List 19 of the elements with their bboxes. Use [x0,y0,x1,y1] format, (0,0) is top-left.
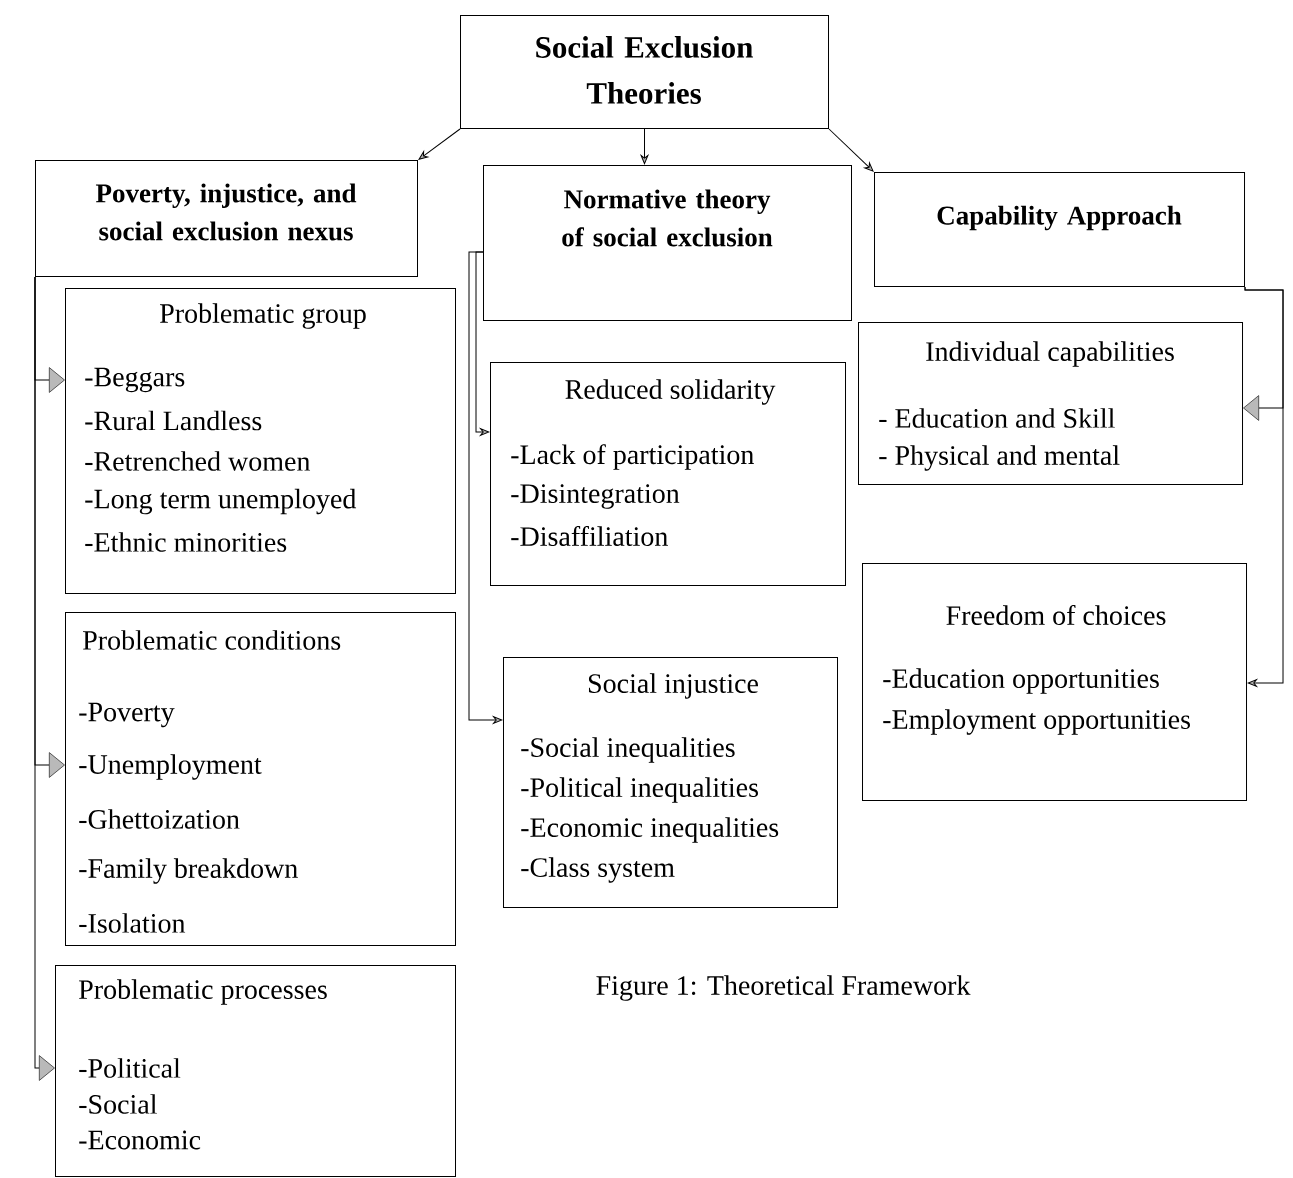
arrow [640,128,649,165]
caption: Figure 1: Theoretical Framework [596,975,971,1001]
arrow [475,251,490,436]
theory-box: Poverty, injustice, and social exclusion nexus [35,160,418,277]
arrow [418,128,461,160]
arrow [828,128,874,172]
arrow [1244,286,1284,687]
list-box: Reduced solidarity -Lack of participation -Disintegration -Disaffiliation [490,362,846,586]
title-box: Social Exclusion Theories [460,15,829,129]
arrow [468,251,503,724]
arrow [34,276,55,1081]
list-box: Social injustice -Social inequalities -Political inequalities -Economic inequalities -Class system [503,657,838,908]
list-box: Individual capabilities - Education and Skill - Physical and mental [858,322,1243,485]
list-box: Problematic conditions -Poverty -Unemployment -Ghettoization -Family breakdown -Isolation [65,612,456,946]
theory-box: Capability Approach [874,172,1245,287]
list-box: Problematic processes -Political -Social -Economic [55,965,456,1177]
theory-box: Normative theory of social exclusion [483,165,852,321]
list-box: Freedom of choices -Education opportunities -Employment opportunities [862,563,1247,801]
list-box: Problematic group -Beggars -Rural Landless -Retrenched women -Long term unemployed -Ethnic minorities [65,288,456,594]
